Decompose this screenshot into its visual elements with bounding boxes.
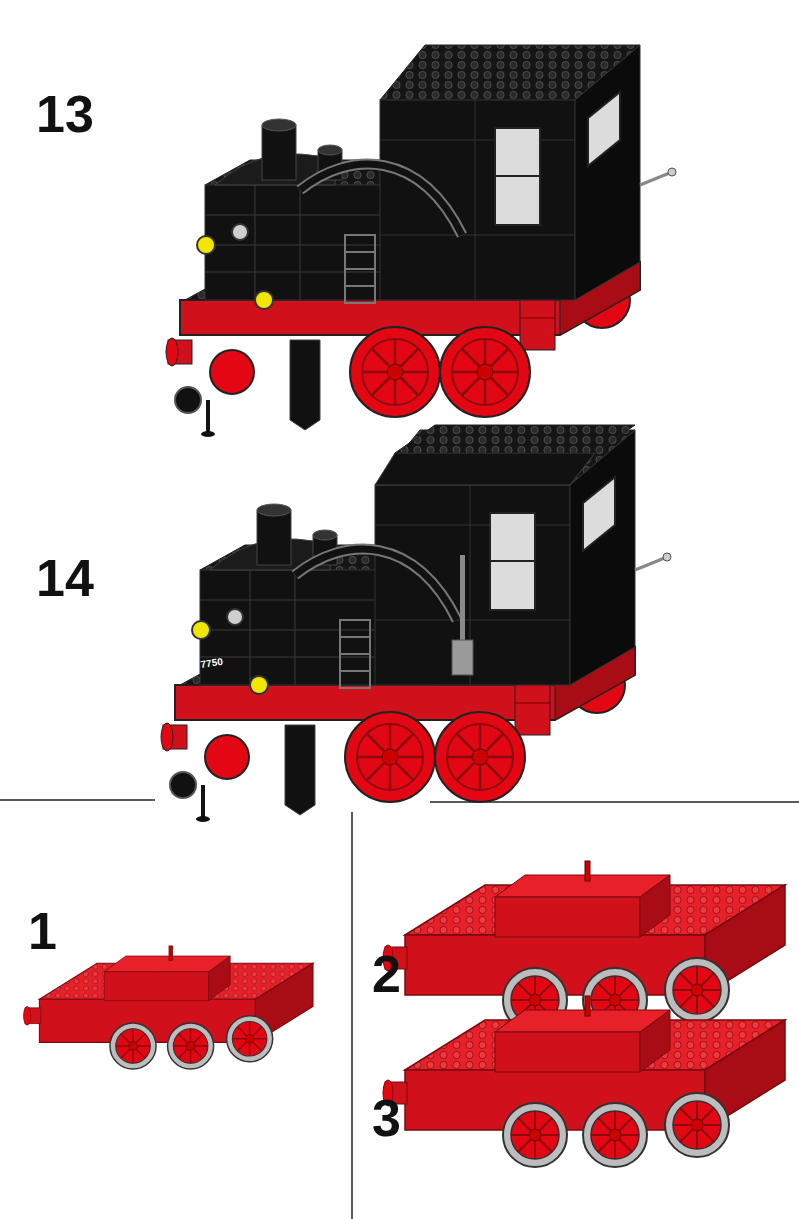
chassis-1 — [24, 946, 313, 1069]
step-number: 2 — [372, 948, 401, 1000]
locomotive-14 — [161, 425, 671, 822]
chassis-3 — [383, 996, 785, 1167]
step-number: 3 — [372, 1092, 401, 1144]
model-number: 7750 — [200, 657, 223, 670]
step-number: 13 — [36, 88, 94, 140]
step-number: 1 — [28, 905, 57, 957]
step-number: 14 — [36, 552, 94, 604]
locomotive-13 — [166, 45, 676, 437]
divider-lines — [0, 800, 799, 1219]
chassis-2 — [383, 861, 785, 1032]
